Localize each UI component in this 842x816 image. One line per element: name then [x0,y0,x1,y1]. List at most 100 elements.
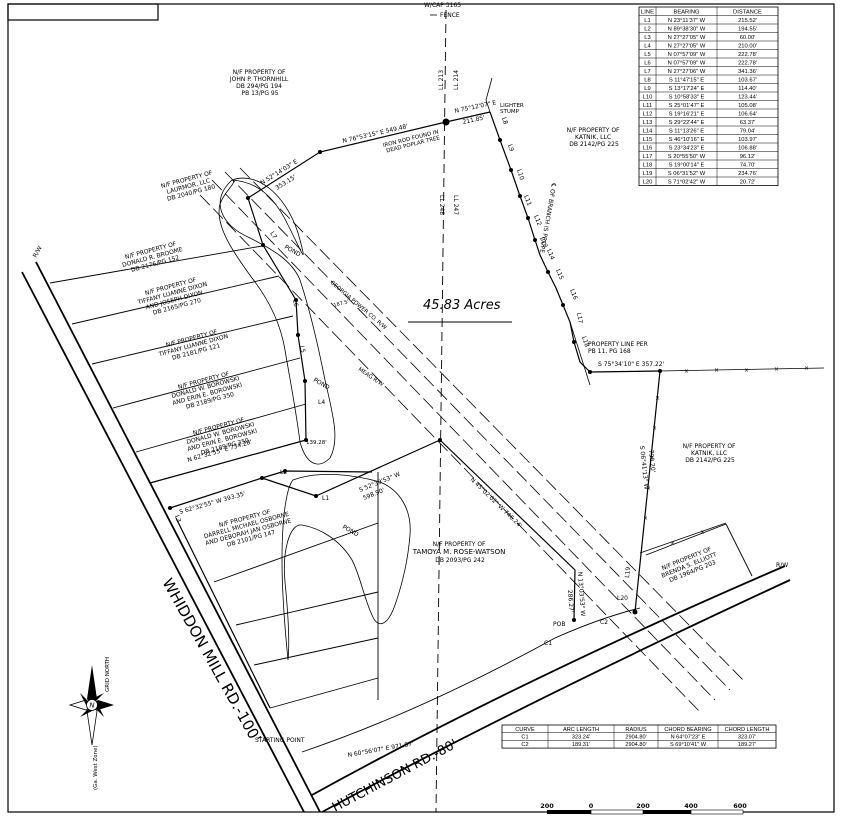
north-arrow: N [68,665,114,746]
pob-label: POB [553,621,565,628]
segment-labels: L1 L2 L3 L4 L5 L6 L7 L8 L9 L10 L11 L12 L… [173,116,632,647]
katnik-mid-l1: N/F PROPERTY OF [683,443,736,450]
katnik-top-l3: DB 2142/PG 225 [569,141,619,148]
segment-label-l5: L5 [298,345,306,353]
bearing-b3: 211.85' [462,114,486,126]
line-table-cell: 96.12' [740,154,756,160]
boundary-corners [168,118,662,622]
line-table-cell: 341.36' [738,69,757,75]
thornhill-l4: PB 13/PG 95 [241,90,278,97]
cap-label: W/CAP 3165 [424,2,461,9]
ll-247-label: LL 247 [452,195,459,215]
katnik-mid-l2: KATNIK, LLC [691,450,727,457]
curve-table-header: CURVE [515,727,535,733]
property-line-per-l2: PB 11, PG 168 [588,348,631,355]
scale-label-2: 200 [636,802,650,810]
curve-table-cell: 323.24' [572,735,590,741]
property-line-per-l1: PROPERTY LINE PER [588,341,648,348]
segment-label-l15: L15 [554,268,565,281]
segment-label-l19: L19 [624,566,632,578]
fence-lines [639,367,825,554]
branch-path-text: ℄ OF BRANCH IS PROPERTY LINE [0,0,557,254]
line-table-cell: 103.67' [738,77,757,83]
segment-label-l2: L2 [280,469,287,476]
svg-text:N/F PROPERTY OF LAURMOR,: N/F PROPERTY OF LAURMOR, LLC DB 2040/PG … [160,169,218,203]
curve-table-cell: N 64°07'23" E [671,735,706,741]
lighter-stump-l2: STUMP [500,109,520,115]
svg-text:×: × [652,425,657,432]
ll-248-label: LL 248 [438,195,445,215]
starting-point-label: STARTING POINT [255,737,305,744]
svg-text:N/F PROPERTY OF KATNIK,: N/F PROPERTY OF KATNIK, LLC DB 2142/PG 2… [683,443,738,464]
line-table-cell: S 13°17'24" E [669,86,705,92]
fence-label: FENCE [440,12,460,19]
segment-label-l4: L4 [318,399,325,406]
fence-ticks: ××××× ××××× ×× [643,365,809,547]
segment-label-l9: L9 [506,143,515,152]
line-table-cell: S 23°34'23" E [669,145,705,151]
line-table-cell: L9 [644,86,650,92]
line-table-cell: L12 [643,111,653,117]
segment-label-l8: L8 [500,116,509,125]
rw-right-label: R/W [776,562,788,569]
svg-text:×: × [804,365,809,372]
curve-table-header: RADIUS [625,727,646,733]
line-table-cell: S 10°58'33" E [669,94,705,100]
zone-label: (Ga. West Zone) [93,745,99,790]
line-table-cell: L15 [643,137,653,143]
line-table-cell: 123.44' [738,94,757,100]
line-table-cell: 106.64' [738,111,757,117]
acreage-label: 45.83 Acres [423,298,501,313]
annotations: IRON ROD FOUND IN DEAD POPLAR TREE LIGHT… [0,0,650,744]
segment-label-l10: L10 [515,168,525,181]
curve-table-cell: C2 [521,742,528,748]
scale-label-1: 0 [589,802,594,810]
svg-text:N/F PROPERTY OF TAMOYA M: N/F PROPERTY OF TAMOYA M. ROSE-WATSON DB… [412,541,508,564]
line-table-cell: 63.37' [740,120,756,126]
line-table-cell: L19 [643,171,653,177]
segment-label-l6: L6 [291,299,299,307]
hutchinson-road [301,565,791,813]
line-table-cell: L18 [643,162,653,168]
line-table-cell: L14 [643,128,653,134]
segment-label-l1: L1 [322,495,329,502]
svg-text:×: × [774,366,779,373]
rose-watson-l3: DB 2093/PG 242 [435,557,485,564]
line-table-cell: L8 [644,77,650,83]
line-table-cell: L17 [643,154,653,160]
line-table-cell: S 19°16'21" E [669,111,705,117]
svg-text:×: × [643,515,648,522]
whiddon-mill-road [21,261,321,813]
bearing-b16: N 60°56'07" E 971.87' [347,740,415,759]
katnik-top-l1: N/F PROPERTY OF [567,127,620,134]
line-table-cell: L20 [643,179,653,185]
line-table-cell: N 27°27'05" W [668,43,706,49]
rw-left-label: R/W [32,245,44,259]
page-border [7,3,835,813]
rose-watson-l1: N/F PROPERTY OF [433,541,486,548]
line-table-cell: 60.00' [740,35,756,41]
svg-text:PROPERTY LINE PER PB 11,: PROPERTY LINE PER PB 11, PG 168 [588,341,650,355]
katnik-mid-l3: DB 2142/PG 225 [685,457,735,464]
line-table-cell: N 07°57'09" W [668,52,706,58]
line-table-cell: 106.88' [738,145,757,151]
svg-text:×: × [744,367,749,374]
line-table-cell: 103.97' [738,137,757,143]
land-lot-line [435,9,447,813]
curve-table-header: CHORD LENGTH [725,727,770,733]
line-table-cell: 222.78' [738,60,757,66]
line-table-cell: S 06°31'52" W [668,171,706,177]
segment-label-l12: L12 [532,214,543,227]
curve-table-cell: S 69°10'41" W [670,742,707,748]
pond-label-2: POND [312,377,331,392]
svg-text:×: × [714,367,719,374]
segment-label-l20: L20 [617,595,628,602]
curve-table-cell: 2904.80' [625,742,646,748]
line-table-cell: L3 [644,35,650,41]
line-table-cell: 194.55' [738,26,757,32]
segment-label-l3: L3 [173,514,182,523]
curve-table-cell: 189.27' [738,742,756,748]
line-table-cell: N 27°27'06" W [668,69,706,75]
svg-text:N/F PROPERTY OF KATNIK,: N/F PROPERTY OF KATNIK, LLC DB 2142/PG 2… [567,127,622,148]
